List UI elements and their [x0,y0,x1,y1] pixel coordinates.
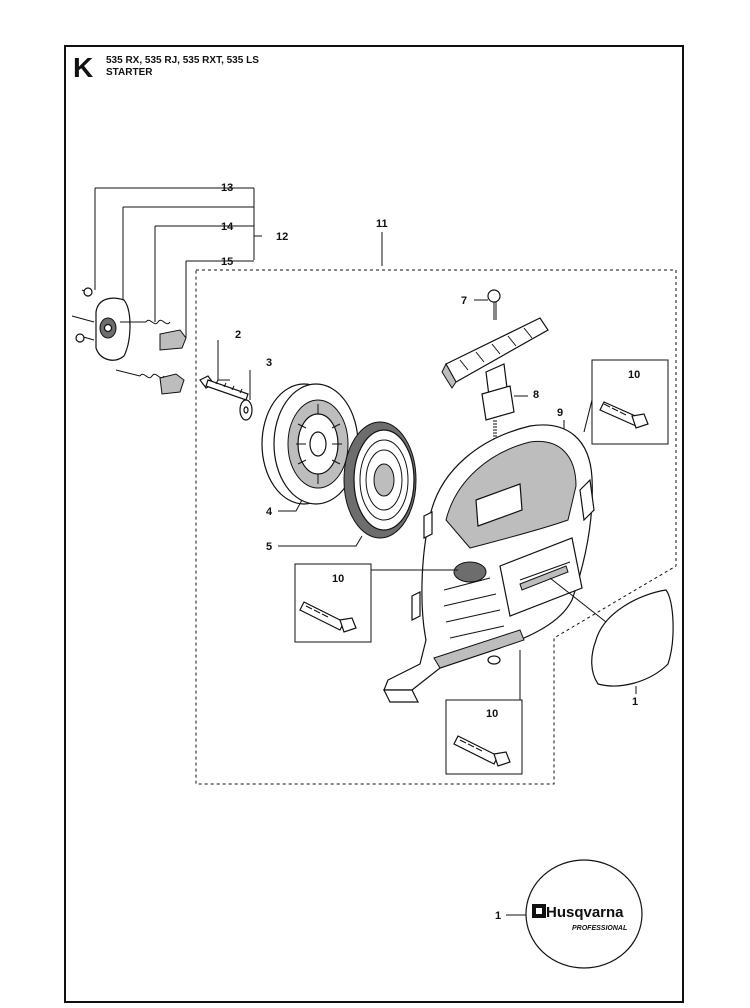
logo-brand: Husqvarna [546,904,624,921]
callout-13: 13 [221,182,233,194]
washer [239,399,253,421]
callout-4: 4 [266,506,273,518]
section-title: STARTER [106,67,153,78]
callout-5: 5 [266,541,272,553]
callout-1-logo: 1 [495,910,501,922]
callout-12: 12 [276,231,288,243]
model-list: 535 RX, 535 RJ, 535 RXT, 535 LS [106,55,259,66]
screw-box-bottom [445,699,523,775]
callout-11: 11 [376,218,388,230]
husqvarna-logo-badge: Husqvarna PROFESSIONAL [525,859,643,969]
logo-subtitle: PROFESSIONAL [572,925,627,932]
pawl-holder [71,287,131,361]
starter-pawl [159,329,187,395]
callout-10-bottom: 10 [486,708,498,720]
section-letter: K [73,52,94,83]
starter-kit-outline [195,269,677,785]
callout-8: 8 [533,389,539,401]
starter-handle [441,289,549,421]
callout-7: 7 [461,295,467,307]
starter-pulley [261,383,359,505]
husqvarna-crown-icon [532,904,546,918]
recoil-spring [343,421,417,539]
screw-box-middle [294,563,372,643]
screw-box-top [591,359,669,445]
pawl-kit-bracket [94,187,262,338]
page-frame [64,45,684,1003]
callout-1-decal: 1 [632,696,638,708]
callout-9: 9 [557,407,563,419]
callout-2: 2 [235,329,241,341]
callout-3: 3 [266,357,272,369]
callout-14: 14 [221,221,234,233]
callout-10-top: 10 [628,369,640,381]
callout-10-middle: 10 [332,573,344,585]
callout-15: 15 [221,256,233,268]
starter-housing [383,424,595,703]
decal [591,589,674,687]
